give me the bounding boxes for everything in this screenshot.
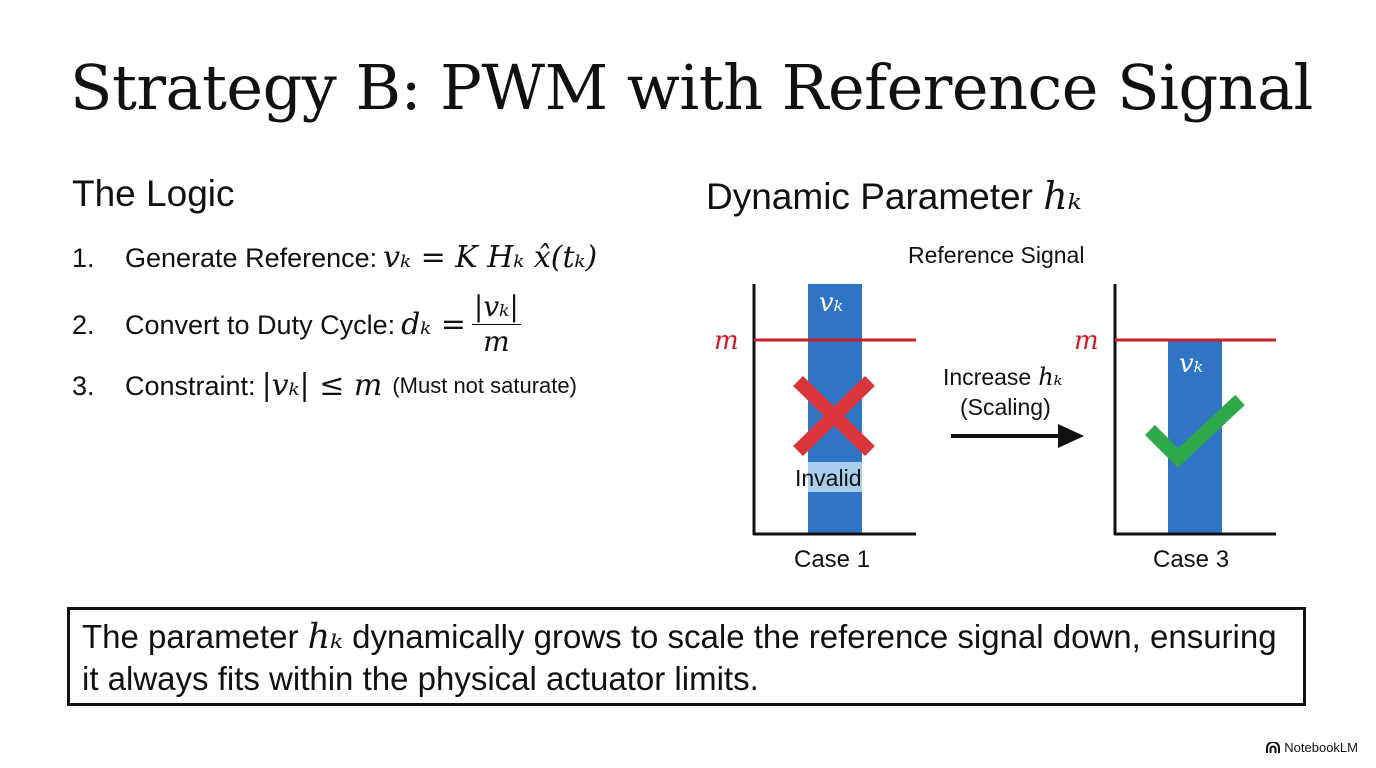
summary-box: The parameter hₖ dynamically grows to sc… xyxy=(67,607,1306,706)
logic-heading: The Logic xyxy=(72,173,235,214)
fraction-denominator: m xyxy=(483,325,510,358)
summary-text: The parameter hₖ dynamically grows to sc… xyxy=(82,616,1292,700)
case-3-panel: m vₖ Case 3 xyxy=(1074,284,1276,573)
constraint-formula: |vₖ| ≤ m xyxy=(261,368,383,403)
limit-label: m xyxy=(714,326,739,356)
diagram-title: Reference Signal xyxy=(908,242,1085,268)
dynamic-parameter-heading: Dynamic Parameter hₖ xyxy=(706,174,1082,219)
heading-symbol: hₖ xyxy=(1043,174,1082,218)
arrow-head xyxy=(1058,424,1084,448)
heading-text: Dynamic Parameter xyxy=(706,176,1033,217)
limit-label: m xyxy=(1074,326,1099,356)
arrow-text-line2: (Scaling) xyxy=(960,394,1051,420)
formula-text: vₖ = K Hₖ x̂(tₖ) xyxy=(383,240,598,275)
notebooklm-logo-icon xyxy=(1266,742,1281,753)
step-label: Generate Reference: xyxy=(125,243,378,273)
summary-symbol: hₖ xyxy=(307,617,343,657)
slide-title: Strategy B: PWM with Reference Signal xyxy=(70,51,1313,124)
step-generate-reference: 1. Generate Reference: vₖ = K Hₖ x̂(tₖ) xyxy=(72,240,597,276)
step-convert-duty-cycle: 2. Convert to Duty Cycle: dₖ = |vₖ| m xyxy=(72,292,521,357)
step-label: Convert to Duty Cycle: xyxy=(125,309,396,340)
invalid-x-mark xyxy=(793,375,875,457)
valid-check-mark xyxy=(1145,394,1245,468)
summary-part1: The parameter xyxy=(82,618,299,655)
bar-label: vₖ xyxy=(819,288,843,318)
step-number: 2. xyxy=(72,309,95,340)
case-label: Case 1 xyxy=(794,546,870,573)
duty-cycle-formula-lhs: dₖ = xyxy=(401,306,466,342)
duty-cycle-fraction: |vₖ| m xyxy=(471,290,521,358)
notebooklm-brand: NotebookLM xyxy=(1266,740,1358,756)
bar-label: vₖ xyxy=(1179,349,1203,379)
case-1-panel: m vₖ Invalid Case 1 xyxy=(714,284,916,573)
constraint-note: (Must not saturate) xyxy=(392,373,577,398)
scaling-arrow xyxy=(951,424,1084,448)
arrow-text-word: Increase xyxy=(943,364,1031,390)
brand-text: NotebookLM xyxy=(1284,740,1358,755)
step-number: 3. xyxy=(72,371,95,401)
step-number: 1. xyxy=(72,243,95,273)
arrow-text-line1: Increase hₖ xyxy=(943,363,1063,391)
step-constraint: 3. Constraint: |vₖ| ≤ m (Must not satura… xyxy=(72,368,577,404)
reference-formula: vₖ = K Hₖ x̂(tₖ) xyxy=(383,240,597,276)
case-label: Case 3 xyxy=(1153,546,1229,573)
invalid-label-bg xyxy=(808,462,862,492)
invalid-label: Invalid xyxy=(795,465,861,491)
fraction-numerator: |vₖ| xyxy=(471,290,521,325)
summary-part2: dynamically grows to scale the reference… xyxy=(82,618,1277,697)
arrow-symbol: hₖ xyxy=(1038,363,1062,391)
step-label: Constraint: xyxy=(125,371,256,401)
